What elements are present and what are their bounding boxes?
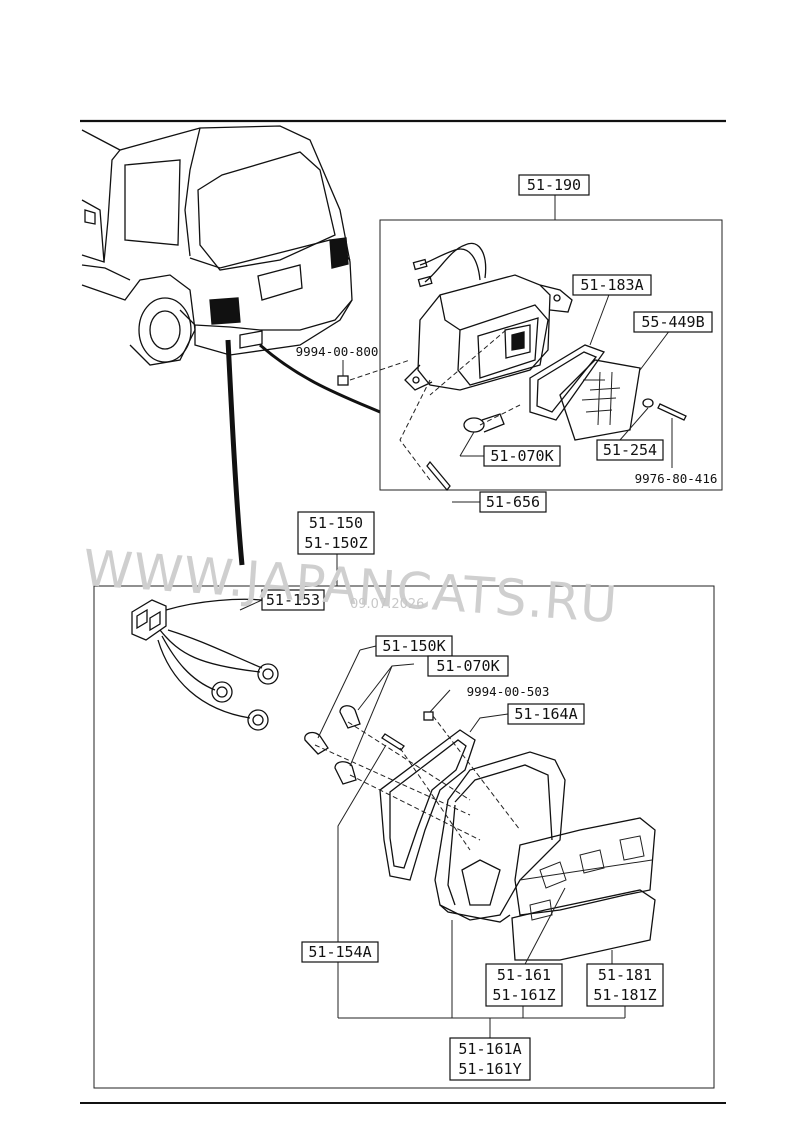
upper-frame	[379, 219, 723, 491]
label-harness: 51-153	[266, 591, 320, 609]
watermark-date: 09.07.2026	[350, 597, 424, 612]
label-nut-upper: 9994-00-800	[296, 344, 379, 359]
label-screw-lower: 51-154A	[308, 943, 371, 961]
label-box-51-070K-upper	[483, 445, 561, 467]
label-box-51-161A	[449, 1037, 531, 1081]
label-box-51-254	[596, 439, 664, 461]
license-lamp-housing	[404, 242, 573, 391]
label-box-51-164A	[507, 703, 585, 725]
label-nut-lower: 9994-00-503	[467, 684, 550, 699]
lamp-body	[434, 751, 566, 923]
label-box-51-183A	[572, 274, 652, 296]
nut-lower	[423, 711, 434, 721]
label-box-51-181	[586, 963, 664, 1007]
assembly-label-lower-1: 51-150	[309, 514, 363, 532]
label-gasket-lower: 51-164A	[514, 705, 577, 723]
label-lens-r-2: 51-161Z	[492, 986, 555, 1004]
label-lens-l-1: 51-181	[598, 966, 652, 984]
label-gasket-upper: 51-183A	[580, 276, 643, 294]
label-lens-l-2: 51-181Z	[593, 986, 656, 1004]
lower-frame	[93, 585, 715, 1089]
upper-leader	[259, 343, 381, 414]
label-box-51-150	[297, 511, 375, 555]
label-bulb-a: 51-150K	[382, 637, 445, 655]
wiring-harness	[131, 598, 279, 731]
label-box-51-150K	[375, 635, 453, 657]
label-lens-r-1: 51-161	[497, 966, 551, 984]
label-box-51-190	[518, 174, 590, 196]
label-box-51-070K-lower	[427, 655, 509, 677]
label-bulb-upper: 51-070K	[490, 447, 553, 465]
label-washer-upper: 51-254	[603, 441, 657, 459]
assembly-label-upper: 51-190	[527, 176, 581, 194]
label-lens-set-1: 51-161A	[458, 1040, 521, 1058]
lower-leader	[225, 339, 245, 566]
washer-and-screw	[642, 398, 687, 421]
label-box-51-656	[479, 491, 547, 513]
label-box-51-154A	[301, 941, 379, 963]
screw-lower	[426, 460, 451, 492]
tail-lens	[511, 817, 656, 961]
label-box-51-161	[485, 963, 563, 1007]
label-box-55-449B	[633, 311, 713, 333]
label-lens-set-2: 51-161Y	[458, 1060, 521, 1078]
label-lens-upper: 55-449B	[641, 313, 704, 331]
label-screw-long-upper: 9976-80-416	[635, 471, 718, 486]
nut-upper	[337, 375, 349, 386]
label-screw-upper: 51-656	[486, 493, 540, 511]
assembly-label-lower-2: 51-150Z	[304, 534, 367, 552]
screw-lower-group	[381, 733, 405, 751]
lamp-lens	[559, 359, 641, 441]
car-illustration	[81, 125, 353, 366]
label-box-51-153	[261, 589, 325, 611]
tail-bulbs	[304, 705, 361, 785]
lamp-gasket-large	[379, 729, 476, 881]
lamp-gasket	[529, 344, 606, 421]
label-bulb-b: 51-070K	[436, 657, 499, 675]
